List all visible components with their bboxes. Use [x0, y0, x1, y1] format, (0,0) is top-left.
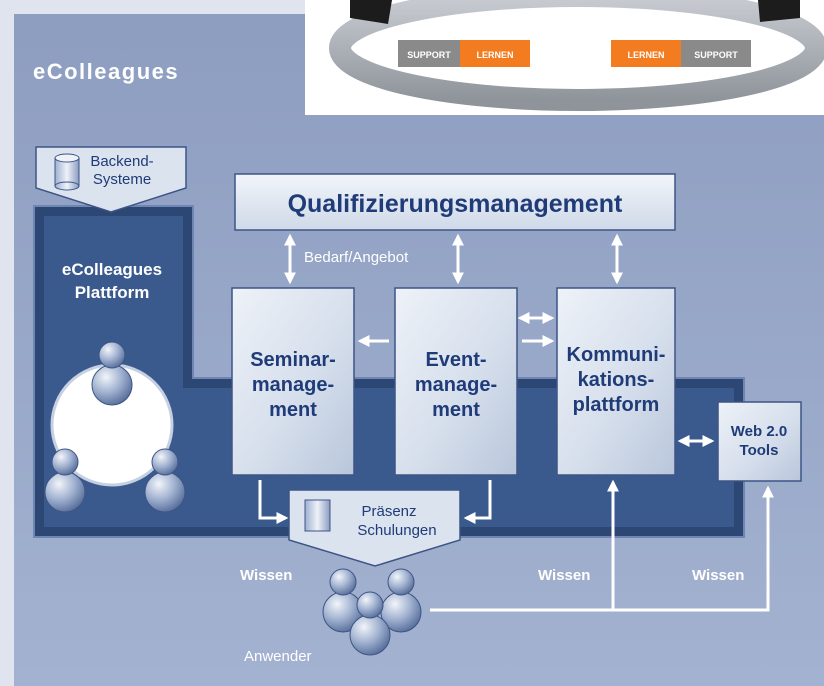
- pill-lernen-left: [460, 40, 530, 67]
- seminarmanagement-box: [231, 287, 355, 476]
- left-border-strip: [0, 0, 14, 686]
- qualifizierungsmanagement-box: [234, 173, 676, 231]
- kommunikationsplattform-box: [556, 287, 676, 476]
- header-title: eColleagues: [33, 59, 179, 84]
- cycle-ring: [329, 0, 824, 111]
- kommunikation-line2: kations-: [578, 369, 655, 391]
- qualifizierungsmanagement-label: Qualifizierungsmanagement: [288, 190, 623, 218]
- seminar-line3: ment: [269, 399, 317, 421]
- kommunikation-line1: Kommuni-: [567, 344, 666, 366]
- wissen-label-left: Wissen: [240, 567, 292, 584]
- wissen-label-middle: Wissen: [538, 567, 590, 584]
- web-tools-box: [717, 401, 802, 482]
- person-silhouette-right: [758, 0, 800, 22]
- web-line2: Tools: [740, 442, 779, 459]
- pill-support-left-label: SUPPORT: [407, 50, 451, 60]
- kommunikation-line3: plattform: [573, 394, 660, 416]
- praesenz-line2: Schulungen: [357, 522, 436, 539]
- backend-line2: Systeme: [93, 171, 151, 188]
- backend-line1: Backend-: [90, 153, 153, 170]
- arrow-wissen-web: [613, 485, 774, 612]
- arrow-seminar-praesenz: [258, 480, 289, 524]
- web-line1: Web 2.0: [731, 423, 787, 440]
- eventmanagement-box: [394, 287, 518, 476]
- pill-support-left: [398, 40, 460, 67]
- event-line1: Event-: [425, 349, 486, 371]
- document-icon: [304, 499, 331, 532]
- top-border-strip: [0, 0, 305, 14]
- event-line3: ment: [432, 399, 480, 421]
- database-icon: [54, 153, 80, 191]
- arrow-event-praesenz: [463, 480, 492, 524]
- praesenz-schulungen-box: [288, 489, 461, 567]
- seminar-line2: manage-: [252, 374, 334, 396]
- pill-lernen-left-label: LERNEN: [476, 50, 513, 60]
- person-silhouette-left: [350, 0, 392, 24]
- banner-image: SUPPORT LERNEN LERNEN SUPPORT: [305, 0, 824, 115]
- anwender-label: Anwender: [244, 648, 312, 665]
- seminar-line1: Seminar-: [250, 349, 336, 371]
- pill-support-right-label: SUPPORT: [694, 50, 738, 60]
- pill-support-right: [681, 40, 751, 67]
- wissen-label-right: Wissen: [692, 567, 744, 584]
- event-line2: manage-: [415, 374, 497, 396]
- platform-label-line1: eColleagues: [62, 260, 162, 279]
- praesenz-line1: Präsenz: [361, 503, 416, 520]
- platform-label-line2: Plattform: [75, 283, 150, 302]
- bedarf-angebot-label: Bedarf/Angebot: [304, 249, 409, 266]
- pill-lernen-right-label: LERNEN: [627, 50, 664, 60]
- pill-lernen-right: [611, 40, 681, 67]
